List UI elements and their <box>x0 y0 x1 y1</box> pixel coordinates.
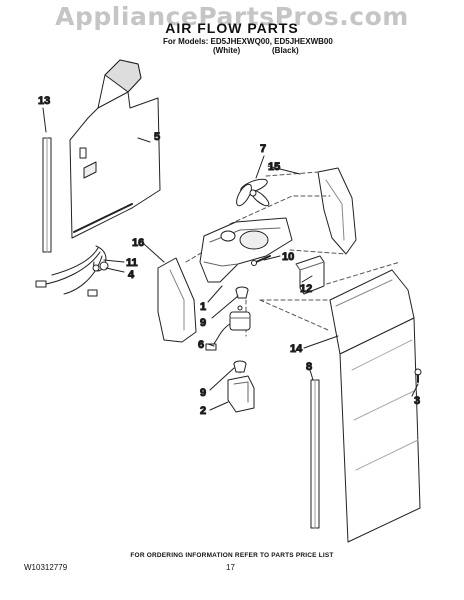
callout-12: 12 <box>300 283 312 295</box>
callout-2: 2 <box>200 405 206 417</box>
leader-lines <box>42 107 419 411</box>
callout-11: 11 <box>126 257 138 269</box>
variant-black: (Black) <box>272 46 299 55</box>
part-16-left-channel <box>157 257 197 343</box>
part-13-strip <box>42 137 52 253</box>
callout-3: 3 <box>414 395 420 407</box>
part-5-duct-panel <box>69 59 161 239</box>
part-12-bracket <box>295 255 325 295</box>
models-line: For Models: ED5JHEXWQ00, ED5JHEXWB00 <box>163 37 333 46</box>
callout-5: 5 <box>154 131 160 143</box>
callout-7: 7 <box>260 143 266 155</box>
part-7-fan-blade <box>236 178 270 207</box>
part-1-fan-housing <box>199 217 293 283</box>
part-8-strip <box>310 379 320 529</box>
callout-1: 1 <box>200 301 206 313</box>
part-3-screw <box>414 368 422 383</box>
callout-15: 15 <box>268 161 280 173</box>
callout-4: 4 <box>128 269 135 281</box>
part-15-rear-housing <box>317 167 357 255</box>
callout-9-upper: 9 <box>200 317 206 329</box>
part-14-cover-panel <box>329 269 421 543</box>
wire-harness <box>35 245 109 297</box>
callout-16: 16 <box>132 237 144 249</box>
ordering-note: FOR ORDERING INFORMATION REFER TO PARTS … <box>130 552 334 559</box>
variant-white: (White) <box>213 46 241 55</box>
part-9-upper-grommet <box>235 286 249 299</box>
callout-6: 6 <box>198 339 204 351</box>
callout-10: 10 <box>282 251 294 263</box>
part-6-fan-motor <box>205 305 251 351</box>
page-title: AIR FLOW PARTS <box>165 20 299 36</box>
part-10-screw <box>251 255 271 266</box>
callout-14: 14 <box>290 343 303 355</box>
doc-number: W10312779 <box>24 563 68 572</box>
part-2-motor-bracket <box>227 375 255 413</box>
page-number: 17 <box>226 563 235 572</box>
part-9-lower-grommet <box>233 360 247 373</box>
callout-13: 13 <box>38 95 50 107</box>
callout-9-lower: 9 <box>200 387 206 399</box>
watermark: AppliancePartsPros.com <box>55 2 409 31</box>
callout-8: 8 <box>306 361 312 373</box>
